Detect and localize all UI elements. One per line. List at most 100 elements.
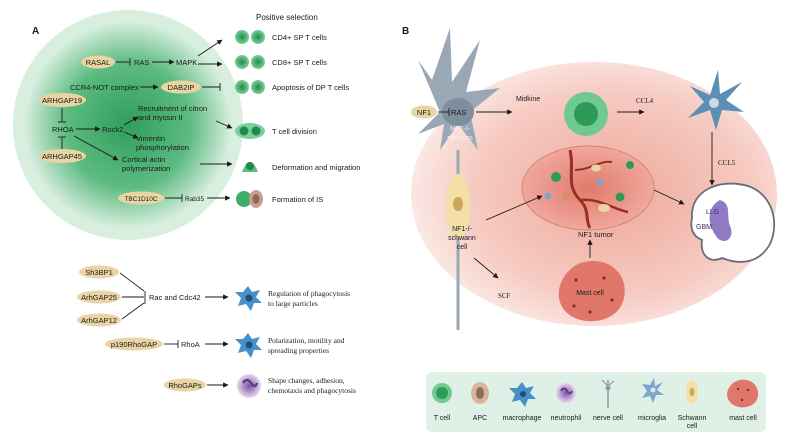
legend-apc-icon — [471, 382, 489, 404]
mapk-label: MAPK — [176, 58, 197, 67]
schwann-to-tumor-arrow — [485, 195, 543, 221]
microglia-icon — [688, 70, 744, 130]
rock2-to-recruitment-arrow — [123, 116, 139, 126]
schwann-line1: NF1-/- — [452, 226, 473, 233]
p190-label: p190RhoGAP — [111, 340, 157, 349]
schwann-to-scf-arrow — [473, 257, 499, 279]
macrophage-icon-2 — [235, 333, 262, 358]
nf1-label: NF1 — [417, 108, 431, 117]
legend-box — [426, 372, 766, 432]
ras-label: RAS — [134, 58, 149, 67]
legend-label-mast-cell: mast cell — [729, 415, 757, 422]
pill-rasal — [81, 55, 115, 69]
apoptosis-outcome: Apoptosis of DP T cells — [272, 83, 349, 92]
rhoa-label: RHOA — [52, 125, 74, 134]
sh3bp1-inhibit-line — [119, 272, 145, 292]
sh3bp1-label: Sh3BP1 — [85, 268, 113, 277]
large-cell-inner — [24, 21, 232, 229]
rhogaps-label: RhoGAPs — [168, 381, 202, 390]
legend-mast-cell-icon — [727, 379, 759, 408]
schwann-line2: schwann — [448, 235, 476, 242]
recruitment-line2: and myosin II — [138, 113, 183, 122]
tumor-microglia-1 — [596, 178, 604, 186]
pill-sh3bp1 — [79, 265, 119, 279]
mast-cell-label: Mast cell — [576, 290, 604, 297]
legend-nerve-cell-icon — [601, 379, 615, 408]
pill-nf1-neuron — [411, 105, 437, 119]
cortical-line1: Cortical actin — [122, 155, 165, 164]
brain-icon — [690, 182, 775, 263]
legend-label-macrophage: macrophage — [503, 415, 542, 422]
nf1-neurons-line2: neurons — [447, 135, 473, 142]
tumor-tcell-2 — [626, 161, 634, 169]
phago-line1: Regulation of phagocytosis — [268, 289, 350, 298]
phago-line2: to large particles — [268, 299, 318, 308]
llg-label: LLG — [706, 209, 719, 216]
ccl5-label: CCL5 — [718, 159, 736, 167]
tumor-tcell-1 — [551, 172, 561, 182]
tumor-apc — [562, 192, 570, 200]
rac-cdc42-label: Rac and Cdc42 — [149, 293, 201, 302]
legend-label-apc: APC — [473, 415, 487, 422]
tumor-to-brain-arrow — [653, 189, 685, 205]
positive-selection-header: Positive selection — [256, 13, 318, 22]
rasal-label: RASAL — [86, 58, 111, 67]
cd8-outcome: CD8+ SP T cells — [272, 58, 327, 67]
pill-p190rhogap — [105, 337, 163, 351]
legend-label-nerve-cell: nerve cell — [593, 415, 623, 422]
arhgap25-label: ArhGAP25 — [81, 293, 117, 302]
pill-arhgap25 — [77, 290, 121, 304]
nf1-neurons-line1: NF1-/- — [450, 126, 471, 133]
pill-rhogaps — [164, 378, 206, 392]
shape-line2: chemotaxis and phagocytosis — [268, 386, 356, 395]
legend-label-tcell: T cell — [434, 415, 451, 422]
ccl4-label: CCL4 — [636, 97, 654, 105]
pill-arhgap45 — [38, 149, 86, 163]
cd8-cells-icon — [235, 55, 265, 69]
tbc1d10c-label: TBC1D10C — [124, 196, 158, 203]
legend-label-microglia: microglia — [638, 415, 666, 422]
polar-line1: Polarization, motility and — [268, 336, 345, 345]
legend-neutrophil-icon — [556, 383, 576, 403]
scf-label: SCF — [498, 292, 511, 300]
macrophage-icon-1 — [235, 286, 262, 311]
panel-b-label: B — [402, 26, 409, 37]
t-cell-large-nucleus — [574, 102, 598, 126]
rock2-to-vimentin-arrow — [123, 131, 139, 139]
dividing-cell-icon — [235, 123, 265, 139]
schwann-line3: cell — [457, 244, 468, 251]
cd4-outcome: CD4+ SP T cells — [272, 33, 327, 42]
pill-dab2ip — [161, 80, 201, 94]
nf1-tumor-label: NF1 tumor — [578, 230, 614, 239]
legend-schwann-icon — [686, 380, 698, 404]
to-division-arrow — [215, 120, 233, 129]
immune-synapse-icon — [236, 190, 263, 208]
neutrophil-icon — [237, 374, 261, 398]
ccr4-not-label: CCR4-NOT complex — [70, 83, 139, 92]
shape-line1: Shape changes, adhesion, — [268, 376, 345, 385]
tumor-tcell-3 — [615, 192, 625, 202]
legend-tcell-icon — [432, 383, 452, 403]
arhgap12-label: ArhGAP12 — [81, 316, 117, 325]
apoptosis-cells-icon — [235, 80, 265, 94]
panel-a-label: A — [32, 26, 39, 37]
rhoa-lower-label: RhoA — [181, 340, 200, 349]
arhgap45-label: ARHGAP45 — [42, 152, 82, 161]
formation-outcome: Formation of IS — [272, 195, 323, 204]
polar-line2: spreading properties — [268, 346, 329, 355]
pill-tbc1d10c — [118, 191, 164, 205]
neuron-ras-label: RAS — [451, 108, 466, 117]
legend-label-schwann: Schwann — [678, 415, 707, 422]
vimentin-line1: Vimentin — [136, 134, 165, 143]
tumor-microglia-2 — [544, 192, 552, 200]
arhgap12-inhibit-line — [121, 302, 145, 320]
rhoa-to-cortical-arrow — [73, 135, 119, 161]
pill-arhgap19 — [38, 93, 86, 107]
legend-microglia-icon — [642, 378, 664, 403]
rock2-label: Rock2 — [102, 125, 123, 134]
midkine-label: Midkine — [516, 96, 540, 103]
deformation-outcome: Deformation and migration — [272, 163, 360, 172]
division-outcome: T cell division — [272, 127, 317, 136]
